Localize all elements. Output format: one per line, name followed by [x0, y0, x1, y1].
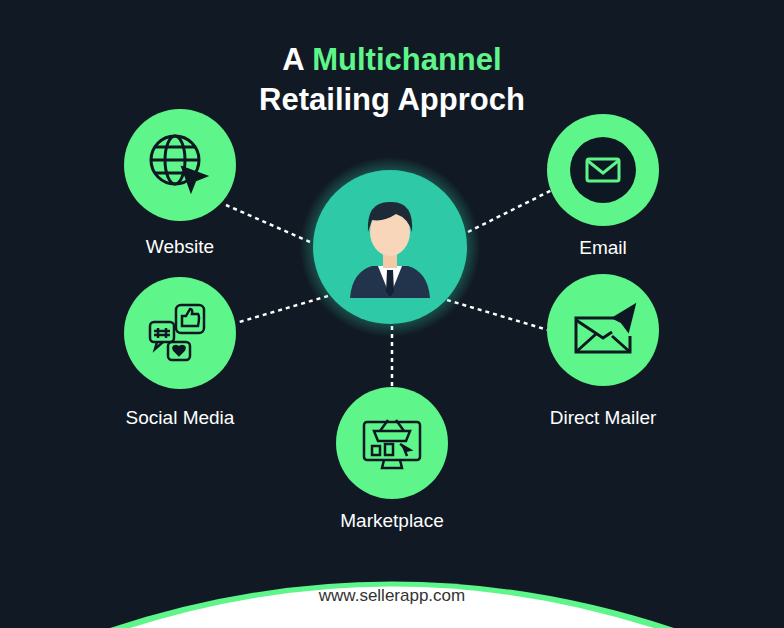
channel-label: Marketplace	[340, 510, 444, 532]
direct-mailer-icon	[576, 306, 634, 352]
channel-node: Marketplace	[336, 387, 448, 532]
customer-figure	[300, 157, 480, 337]
website-icon	[151, 136, 205, 190]
dashed-links	[226, 190, 552, 388]
channel-node: Email	[547, 114, 659, 259]
channel-label: Website	[146, 236, 214, 258]
social-media-icon	[150, 305, 204, 360]
email-icon	[570, 137, 636, 203]
channel-label: Social Media	[126, 407, 235, 429]
channel-node: Direct Mailer	[546, 274, 661, 429]
channel-label: Email	[579, 237, 627, 259]
footer-band	[110, 582, 674, 628]
channel-node: Website	[124, 109, 236, 258]
diagram-title: A Multichannel Retailing Approch	[200, 40, 584, 120]
channel-node: Social Media	[122, 277, 239, 429]
marketplace-icon	[364, 420, 420, 468]
website-watermark: www.sellerapp.com	[242, 586, 542, 606]
channel-label: Direct Mailer	[550, 407, 657, 429]
channel-circles	[124, 109, 659, 499]
